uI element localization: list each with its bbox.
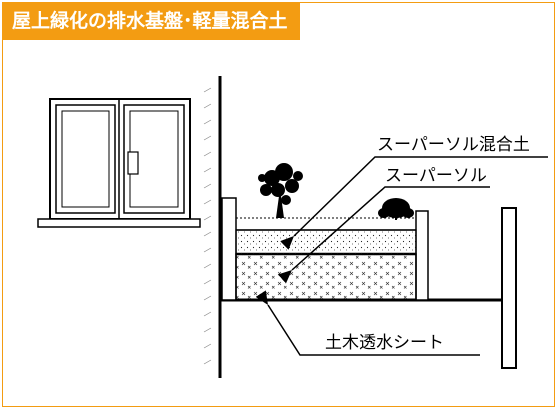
wall-hatch (203, 87, 212, 365)
window-icon (37, 98, 201, 228)
planter-wall-left (221, 197, 237, 301)
diagram-title: 屋上緑化の排水基盤･軽量混合土 (2, 2, 300, 40)
label-sheet: 土木透水シート (325, 333, 444, 353)
layer-supersol (235, 253, 417, 301)
tree-icon (258, 163, 303, 218)
leader-sheet (255, 290, 480, 356)
layer-mix-soil (235, 229, 417, 255)
label-mix-soil: スーパーソル混合土 (377, 135, 530, 155)
leader-mix-soil (280, 156, 548, 250)
shrub-icon (378, 198, 414, 220)
label-supersol: スーパーソル (385, 166, 487, 186)
planter-wall-right (415, 210, 429, 301)
leader-supersol (277, 186, 490, 284)
parapet (501, 207, 517, 369)
